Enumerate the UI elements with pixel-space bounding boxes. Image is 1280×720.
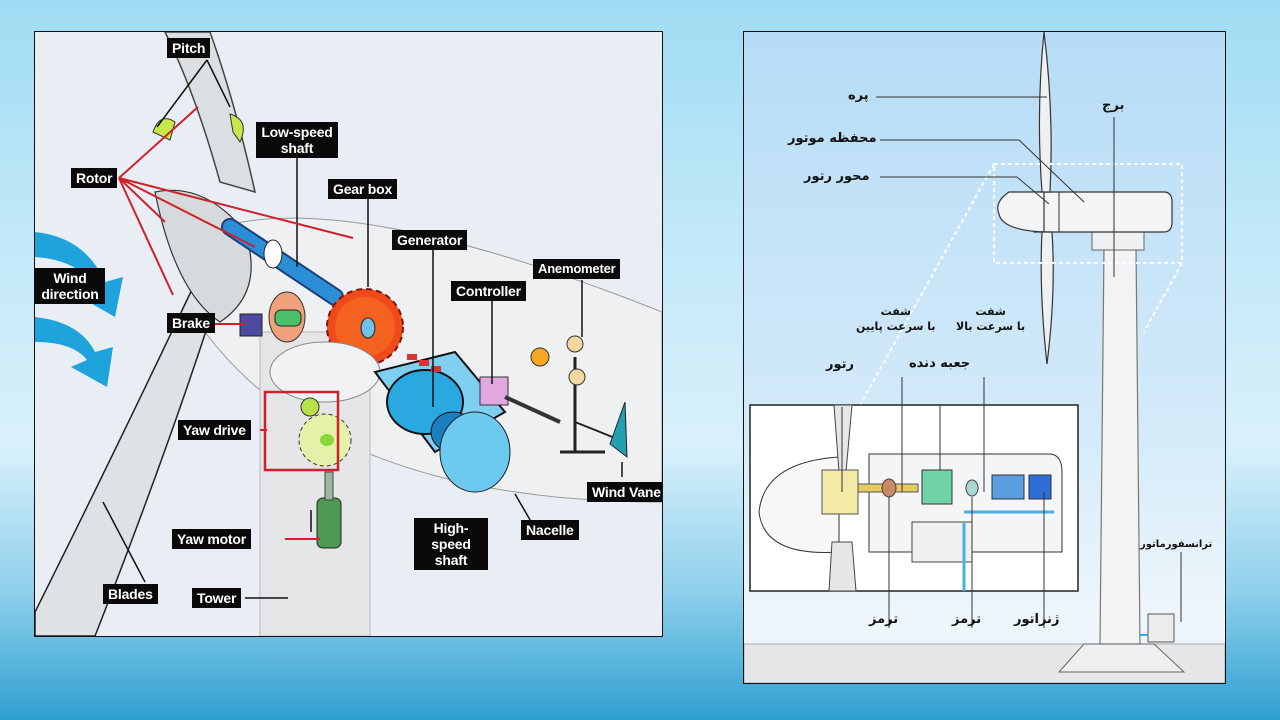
- label-gearbox-fa: جعبه دنده: [909, 356, 971, 371]
- low-speed-shaft-line2: با سرعت پایین: [856, 320, 936, 333]
- inset-rotor-block: [821, 469, 859, 515]
- anemometer-graphic: [530, 335, 605, 454]
- label-tower: Tower: [192, 588, 242, 608]
- label-yaw-motor: Yaw motor: [172, 529, 251, 549]
- yaw-motor-graphic: [316, 497, 342, 549]
- controller-box: [479, 376, 509, 406]
- left-diagram-panel: Pitch Rotor Low-speed shaft Gear box Gen…: [34, 31, 663, 637]
- controller-cable: [504, 395, 561, 424]
- yaw-motor-shaft: [324, 471, 334, 501]
- label-blade-fa: پره: [848, 88, 869, 103]
- blade-lower: [1040, 231, 1054, 365]
- label-brake-2-fa: ترمز: [952, 612, 982, 627]
- label-brake-1-fa: ترمز: [869, 612, 899, 627]
- inset-generator-2: [1028, 474, 1052, 500]
- rotor-hub-graphic: [997, 191, 1045, 233]
- label-nacelle-fa: محفظه موتور: [788, 131, 877, 146]
- inset-brake-2: [965, 479, 979, 497]
- label-pitch: Pitch: [167, 38, 211, 58]
- nacelle-back-ring: [439, 411, 511, 493]
- low-speed-shaft-graphic: [221, 218, 344, 306]
- label-high-speed-shaft-fa: شفت با سرعت بالا: [956, 304, 1025, 334]
- wind-turbine-side-view-illustration: [744, 32, 1225, 683]
- wind-arrow-lower: [35, 317, 113, 387]
- inset-generator: [991, 474, 1025, 500]
- low-speed-shaft-line1: شفت: [880, 305, 911, 318]
- label-low-speed-shaft: Low-speed shaft: [256, 122, 338, 158]
- inset-brake-1: [881, 478, 897, 498]
- rotor-callout-lines: [118, 106, 354, 540]
- zoom-region-box: [993, 163, 1183, 264]
- label-nacelle: Nacelle: [521, 520, 579, 540]
- label-rotor-hub-fa: محور رتور: [804, 169, 870, 184]
- tower-graphic: [1099, 246, 1141, 645]
- label-generator: Generator: [392, 230, 468, 250]
- inset-hub: [758, 456, 840, 553]
- transformer-graphic: [1147, 613, 1175, 643]
- inset-frame: [911, 521, 973, 563]
- label-rotor: Rotor: [71, 168, 118, 188]
- label-tower-fa: برج: [1102, 98, 1125, 113]
- label-low-speed-shaft-fa: شفت با سرعت پایین: [856, 304, 936, 334]
- label-generator-fa: ژنراتور: [1014, 612, 1060, 627]
- label-wind-vane: Wind Vane: [587, 482, 662, 502]
- label-yaw-drive: Yaw drive: [178, 420, 251, 440]
- inset-cable: [962, 510, 1054, 591]
- label-controller: Controller: [451, 281, 526, 301]
- brake-shaft: [274, 309, 302, 327]
- label-high-speed-shaft: High-speed shaft: [414, 518, 488, 570]
- label-anemometer: Anemometer: [533, 259, 621, 279]
- pitch-arrow-right: [229, 113, 244, 144]
- label-blades: Blades: [103, 584, 158, 604]
- wind-turbine-cutaway-illustration: [35, 32, 662, 636]
- high-speed-shaft-line2: با سرعت بالا: [956, 320, 1026, 333]
- right-diagram-panel: پره محفظه موتور محور رتور برج رتور شفت ب…: [743, 31, 1226, 684]
- leader-lines-right: [841, 96, 1182, 628]
- label-wind-direction: Wind direction: [35, 268, 105, 304]
- label-transformer-fa: ترانسفورماتور: [1140, 539, 1213, 550]
- upper-blade: [164, 32, 257, 194]
- tower-base: [1057, 643, 1186, 673]
- label-brake: Brake: [167, 313, 215, 333]
- high-speed-shaft-line1: شفت: [975, 305, 1006, 318]
- nacelle-graphic: [1033, 191, 1173, 233]
- inset-blade-bottom: [828, 541, 857, 592]
- hub: [154, 189, 252, 323]
- label-gear-box: Gear box: [328, 179, 398, 199]
- inset-gearbox: [921, 469, 953, 505]
- tower-top-flange: [1091, 231, 1145, 251]
- label-rotor-fa: رتور: [826, 357, 854, 372]
- wind-vane-fin: [609, 401, 628, 459]
- blade-upper: [1038, 32, 1052, 193]
- leader-lines: [102, 59, 623, 599]
